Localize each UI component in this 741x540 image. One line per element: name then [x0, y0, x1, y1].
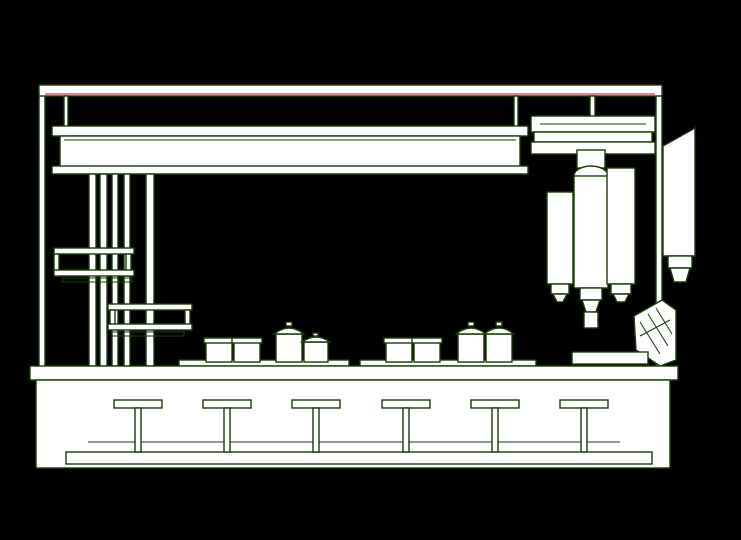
pot-group-2 [272, 321, 333, 363]
left-shelf-upper [53, 247, 135, 283]
stool [470, 399, 520, 453]
counter [29, 365, 679, 469]
top-frame [38, 84, 663, 369]
stool [202, 399, 252, 453]
left-frame-post [38, 85, 46, 369]
top-rail-hanger-right [513, 95, 519, 131]
stool [113, 399, 163, 453]
left-shelf-lower [107, 303, 193, 337]
stool [559, 399, 609, 453]
pot-group-1 [203, 337, 263, 363]
counter-base [65, 451, 653, 465]
dispenser-top-housing [530, 115, 656, 155]
dispenser-tank-right [606, 167, 636, 303]
top-rail [38, 84, 663, 97]
dispenser-tank-left [546, 191, 574, 303]
counter-top [29, 365, 679, 381]
dispenser-tank-center [573, 149, 609, 329]
stools [113, 399, 609, 453]
pot-group-3 [383, 337, 443, 363]
side-canister [662, 126, 696, 283]
stool [291, 399, 341, 453]
top-rail-hanger-left [63, 95, 69, 131]
stool [381, 399, 431, 453]
cutting-board [571, 351, 649, 365]
overhead-sign-box [51, 125, 529, 175]
utensil-rack [633, 299, 677, 367]
pot-group-4 [454, 321, 516, 363]
